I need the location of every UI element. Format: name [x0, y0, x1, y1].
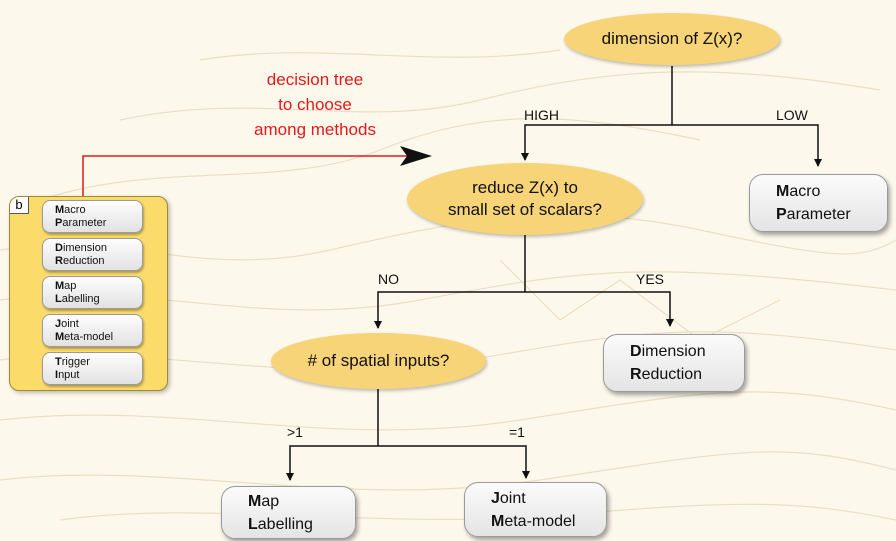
edge-label-yes: YES: [636, 271, 665, 287]
question-reduce: reduce Z(x) to small set of scalars?: [407, 163, 643, 235]
edge-yes: [525, 291, 674, 327]
annotation-note: decision tree to choose among methods: [254, 70, 376, 139]
red-pointer-arrowhead: [400, 146, 432, 166]
panel-item-macro-parameter: Macro Parameter: [42, 200, 143, 233]
edge-eq1: [378, 445, 530, 479]
edge-low: [672, 124, 822, 167]
edge-label-gt1: >1: [287, 424, 303, 440]
edge-label-high: HIGH: [524, 107, 559, 123]
edge-no: [374, 291, 525, 329]
result-map-labelling: Map Labelling: [221, 486, 356, 539]
red-pointer-arrow: [82, 155, 418, 197]
panel-item-trigger-input: Trigger Input: [42, 352, 143, 385]
panel-item-dimension-reduction: Dimension Reduction: [42, 238, 143, 271]
panel-item-map-labelling: Map Labelling: [42, 276, 143, 309]
result-macro-parameter: Macro Parameter: [749, 174, 888, 232]
edge-high: [521, 124, 672, 161]
result-dimension-reduction: Dimension Reduction: [603, 334, 745, 392]
edge-label-no: NO: [378, 271, 399, 287]
panel-tag: b: [10, 197, 29, 214]
result-joint-meta-model: Joint Meta-model: [464, 482, 607, 537]
edge-label-low: LOW: [776, 107, 808, 123]
panel-item-joint-meta-model: Joint Meta-model: [42, 314, 143, 347]
edge-gt1: [286, 445, 378, 481]
edge-label-eq1: =1: [509, 424, 525, 440]
question-dimension: dimension of Z(x)?: [564, 13, 780, 65]
methods-panel: b Macro Parameter Dimension Reduction Ma…: [9, 196, 168, 391]
question-spatial-inputs: # of spatial inputs?: [271, 333, 486, 389]
